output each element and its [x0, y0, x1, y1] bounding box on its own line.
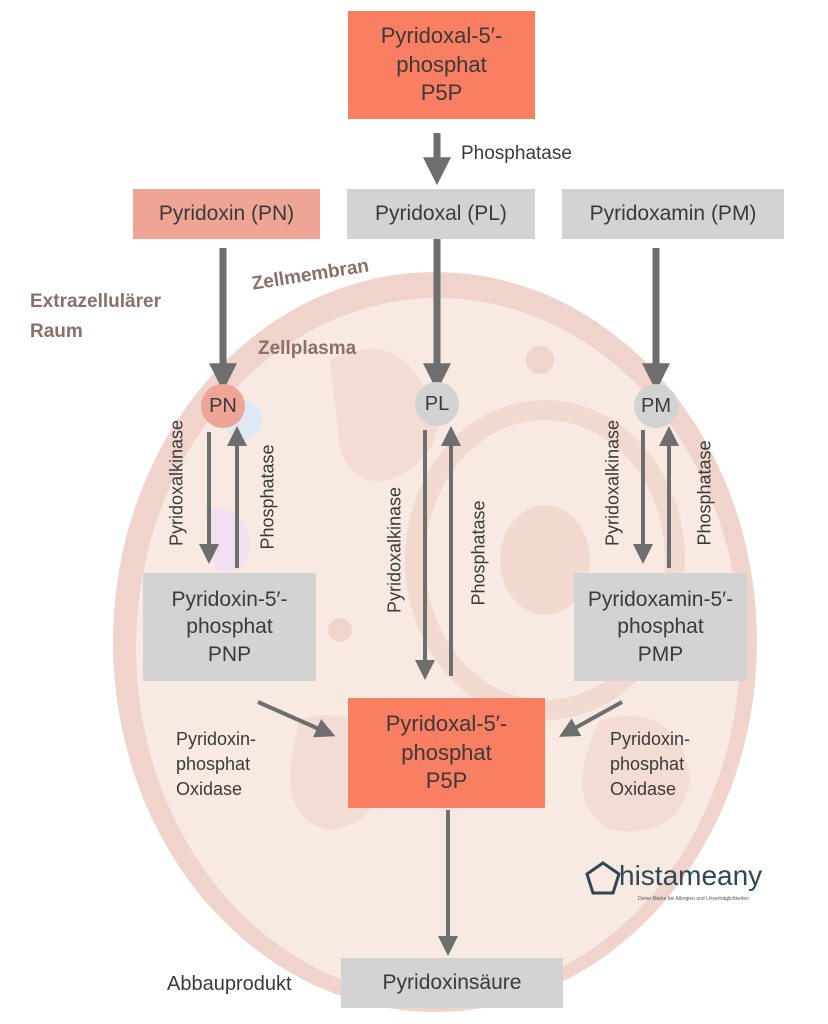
oxidase-left-label: Pyridoxin- phosphat Oxidase [176, 727, 256, 803]
pnp-line1: Pyridoxin-5′- [171, 588, 288, 612]
pmp-line2: phosphat [617, 615, 704, 639]
top-p5p-line2: phosphat [396, 51, 487, 77]
top-p5p-line1: Pyridoxal-5′- [380, 23, 503, 49]
pn-phosphatase-label: Phosphatase [257, 444, 278, 550]
nucleus-shape [405, 400, 685, 720]
center-p5p-box: Pyridoxal-5′- phosphat P5P [348, 698, 545, 808]
pyridoxinsaeure-box: Pyridoxinsäure [341, 958, 563, 1008]
logo-name: histameany [619, 860, 763, 891]
oxidase-left-line2: phosphat [176, 754, 251, 775]
oxidase-right-label: Pyridoxin- phosphat Oxidase [610, 727, 690, 803]
nucleolus-shape [500, 505, 590, 615]
organelle-shape [526, 346, 554, 374]
organelle-shape [582, 716, 690, 832]
pnp-line3: PNP [207, 642, 252, 666]
oxidase-left-line1: Pyridoxin- [176, 729, 257, 749]
phosphatase-top-label: Phosphatase [461, 143, 572, 164]
pl-circle: PL [415, 382, 459, 426]
pyridoxin-box: Pyridoxin (PN) [133, 189, 320, 239]
pn-circle: PN [201, 384, 245, 428]
pnp-line2: phosphat [186, 615, 273, 639]
pm-circle: PM [634, 384, 678, 428]
center-p5p-line3: P5P [425, 768, 468, 794]
histameany-logo: histameany Deine Marke bei Allergien und… [583, 860, 793, 910]
organelle-shape [330, 348, 438, 482]
oxidase-right-line3: Oxidase [610, 779, 677, 800]
pmp-line1: Pyridoxamin-5′- [587, 588, 734, 612]
center-p5p-line1: Pyridoxal-5′- [385, 711, 508, 737]
top-p5p-box: Pyridoxal-5′- phosphat P5P [348, 11, 535, 119]
arrow-pmp-oxidase [559, 700, 623, 737]
arrow-pnp-oxidase [257, 700, 336, 738]
pyridoxamin-box: Pyridoxamin (PM) [562, 189, 784, 239]
pl-phosphatase-label: Phosphatase [468, 500, 489, 606]
oxidase-right-line1: Pyridoxin- [610, 729, 691, 749]
pyridoxal-box: Pyridoxal (PL) [347, 189, 535, 239]
oxidase-left-line3: Oxidase [176, 779, 243, 800]
cytoplasm-label: Zellplasma [258, 338, 357, 359]
pmp-line3: PMP [637, 642, 684, 666]
pn-kinase-label: Pyridoxalkinase [166, 419, 187, 547]
pnp-box: Pyridoxin-5′- phosphat PNP [143, 573, 316, 681]
pm-phosphatase-label: Phosphatase [694, 440, 715, 546]
logo-tagline: Deine Marke bei Allergien und Unverträgl… [638, 896, 749, 902]
organelle-shape [328, 618, 352, 642]
extracellular-line2: Raum [30, 321, 83, 343]
top-p5p-line3: P5P [420, 80, 463, 106]
abbauprodukt-label: Abbauprodukt [167, 973, 292, 995]
pentagon-logo-icon [585, 861, 621, 895]
extracellular-line1: Extrazellulärer [30, 291, 161, 312]
center-p5p-line2: phosphat [401, 739, 492, 765]
pm-kinase-label: Pyridoxalkinase [602, 419, 623, 547]
pl-kinase-label: Pyridoxalkinase [384, 486, 405, 614]
extracellular-label: Extrazellulärer Raum [30, 287, 161, 348]
oxidase-right-line2: phosphat [610, 754, 685, 775]
pmp-box: Pyridoxamin-5′- phosphat PMP [574, 573, 747, 681]
